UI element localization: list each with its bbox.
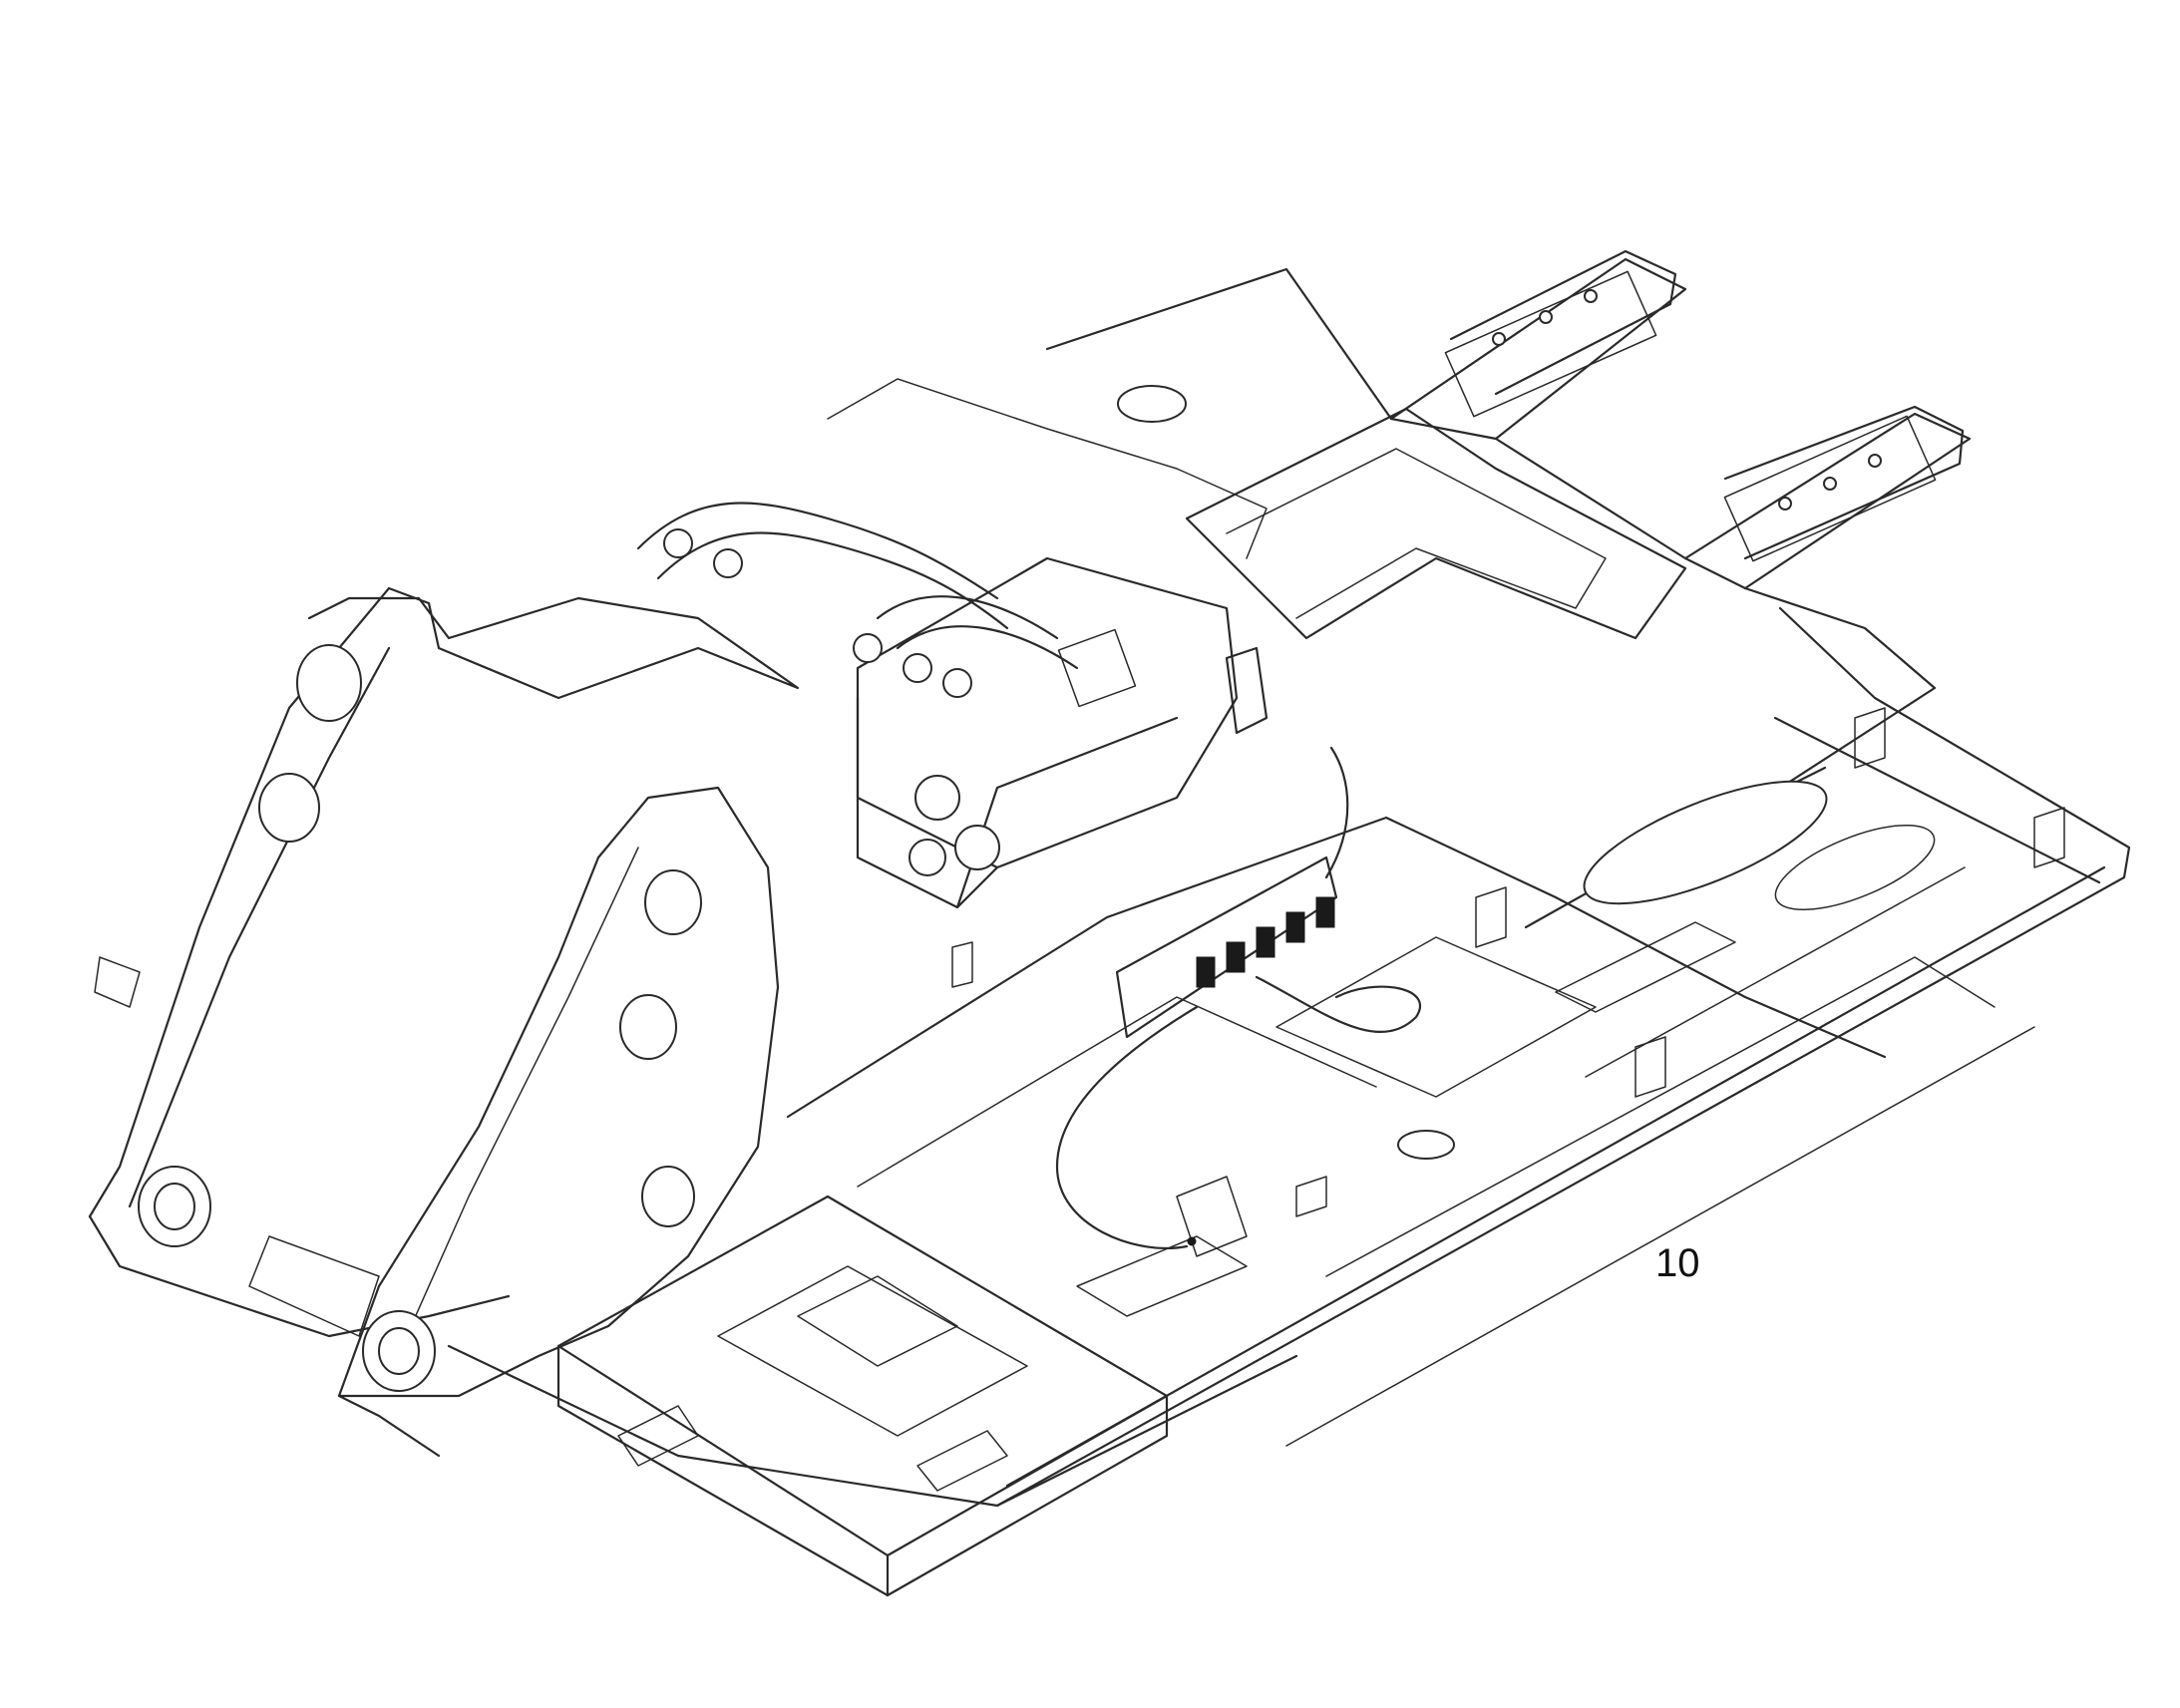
front-tray-box [556, 1195, 1169, 1597]
callout-label-10: 10 [1655, 1241, 1700, 1285]
right-side-frame [995, 606, 2131, 1508]
frame-brackets [951, 707, 2065, 1217]
central-deck [447, 780, 1936, 1508]
rear-tank-recess [1117, 385, 1687, 640]
control-valve-assembly [636, 378, 1269, 909]
rear-frame-rails [1045, 249, 1972, 800]
connector-panel [1055, 746, 1421, 1257]
boom-mount-plates [88, 586, 800, 1458]
